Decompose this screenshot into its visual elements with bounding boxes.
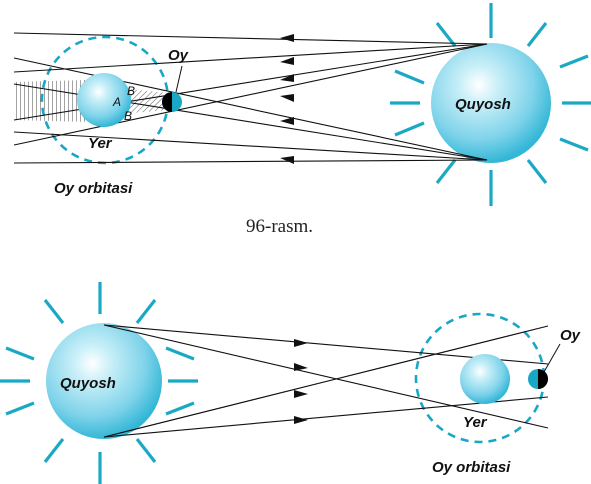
sun-sphere-top [431,43,551,163]
point-a-label: A [112,95,121,109]
figure-top: Oy Quyosh Yer A B B Oy orbitasi [13,3,591,206]
earth-sphere-bottom [460,354,510,404]
figure-caption: 96-rasm. [246,216,313,237]
penumbra-hatch [120,88,168,114]
moon-pointer-top [175,65,183,93]
sun-sphere-bottom [46,323,162,439]
sun-rays-top [390,3,591,206]
point-b-upper-label: B [127,84,135,98]
sun-rays-bottom [0,282,198,484]
earth-label-bottom: Yer [463,414,488,431]
sun-label-bottom: Quyosh [60,375,116,392]
light-rays-top [13,32,488,164]
orbit-label-top: Oy orbitasi [54,180,133,197]
moon-label-bottom: Oy [560,327,581,344]
umbra-hatch [14,80,86,122]
figure-bottom: Quyosh Oy Yer Oy orbitasi [0,282,581,484]
sun-label-top: Quyosh [455,96,511,113]
moon-bottom [528,369,548,389]
orbit-label-bottom: Oy orbitasi [432,459,511,476]
moon-top [162,92,182,112]
moon-label-top: Oy [168,47,189,64]
earth-sphere-top [77,73,131,127]
moon-pointer-bottom [543,343,561,373]
point-b-lower-label: B [124,109,132,123]
earth-label-top: Yer [88,135,113,152]
